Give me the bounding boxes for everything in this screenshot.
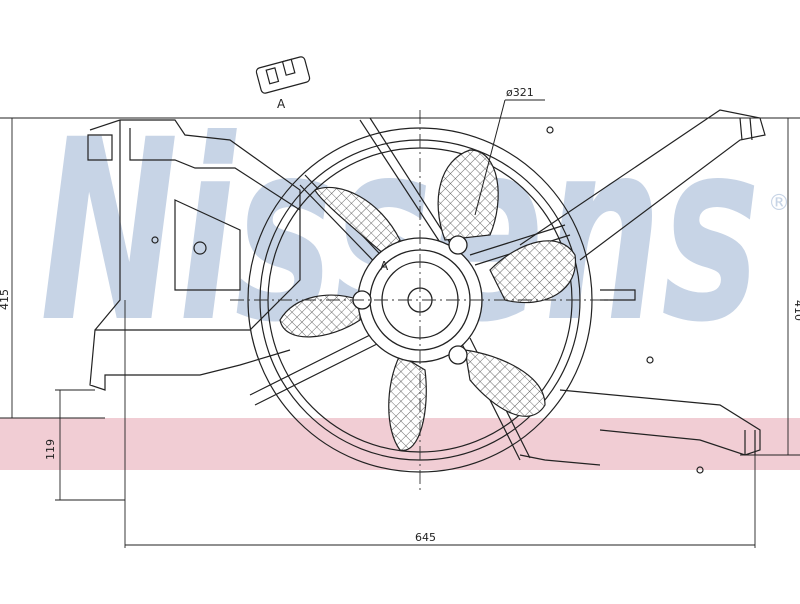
connector-detail — [255, 56, 311, 94]
left-height-dimension: 415 — [0, 289, 11, 310]
diameter-leader — [474, 99, 545, 216]
connector-label: A — [277, 97, 286, 111]
fan-blade-5 — [279, 294, 361, 338]
fan-blade-6 — [314, 186, 401, 256]
registered-mark: ® — [768, 191, 790, 216]
fan-blade-3 — [464, 349, 546, 417]
fan-blades — [279, 149, 576, 451]
fan-blade-1 — [437, 149, 499, 241]
dimension-lines — [0, 117, 800, 548]
diameter-dimension: ø321 — [506, 86, 534, 99]
offset-dimension: 119 — [44, 439, 57, 460]
fan-blade-2 — [489, 240, 576, 304]
right-height-dimension: 410 — [792, 300, 800, 321]
fan-blade-4 — [388, 354, 427, 451]
width-dimension: 645 — [415, 531, 436, 544]
center-lines — [230, 110, 610, 490]
section-label: A — [380, 259, 389, 273]
